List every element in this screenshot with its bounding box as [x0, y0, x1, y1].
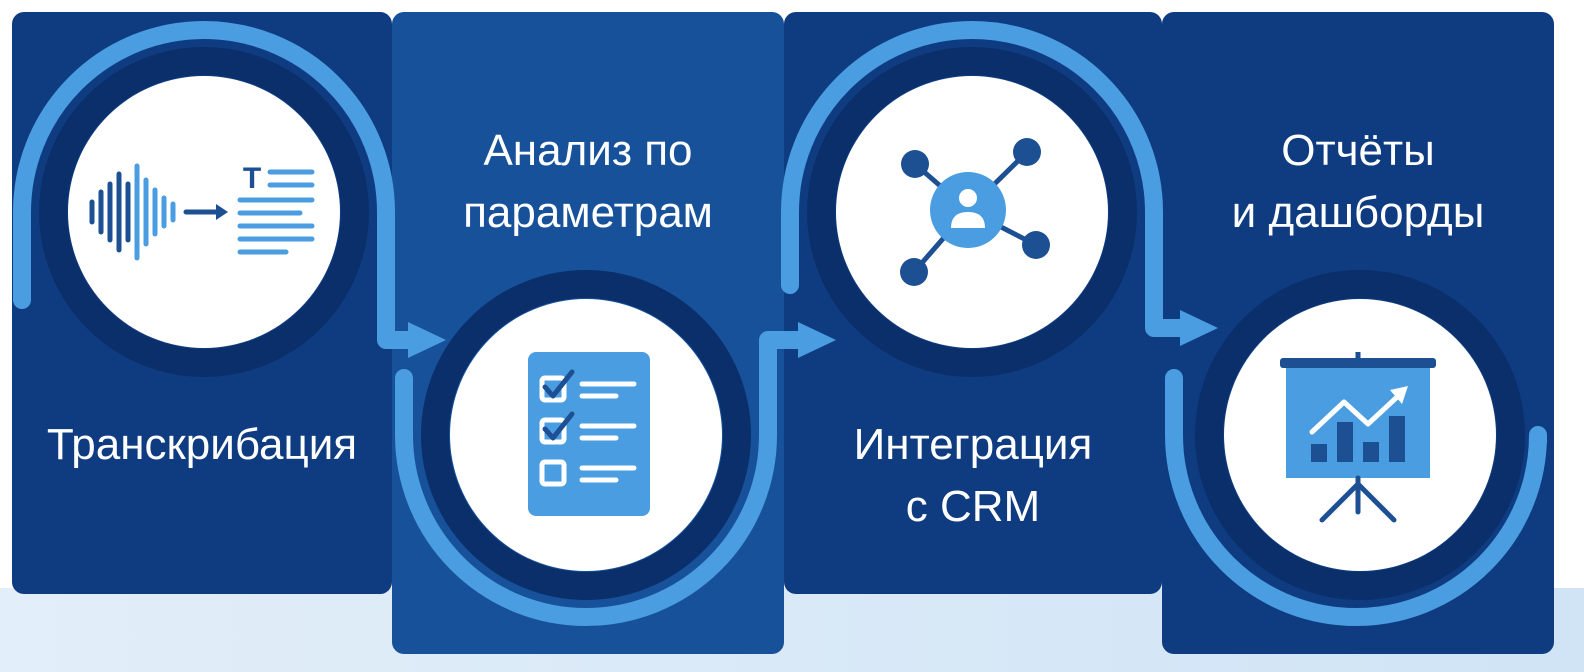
- ring-step-3: [807, 47, 1137, 377]
- flow-arrow-3: [1180, 310, 1218, 346]
- ring-step-4: [1195, 270, 1525, 600]
- flow-arrow-2: [798, 322, 836, 358]
- checklist-icon: [528, 352, 650, 516]
- presentation-chart-icon: [1280, 352, 1436, 523]
- step-label-transcription: Транскрибация: [46, 420, 358, 469]
- flow-path-1: [13, 21, 421, 349]
- flow-path-4: [1165, 369, 1547, 626]
- flow-path-3: [781, 21, 1193, 337]
- ring-step-1: [39, 47, 369, 377]
- transcript-letter: T: [243, 162, 261, 195]
- step-label-reports: Отчёты и дашборды: [1231, 126, 1485, 237]
- ring-step-2: [421, 270, 751, 600]
- step-label-crm-integration: Интеграция с CRM: [853, 420, 1093, 531]
- flow-path-2: [395, 331, 809, 626]
- flow-arrow-1: [408, 322, 446, 358]
- crm-network-icon: [900, 138, 1050, 286]
- audio-to-text-icon: T: [89, 162, 315, 261]
- step-label-analysis: Анализ по параметрам: [463, 126, 713, 237]
